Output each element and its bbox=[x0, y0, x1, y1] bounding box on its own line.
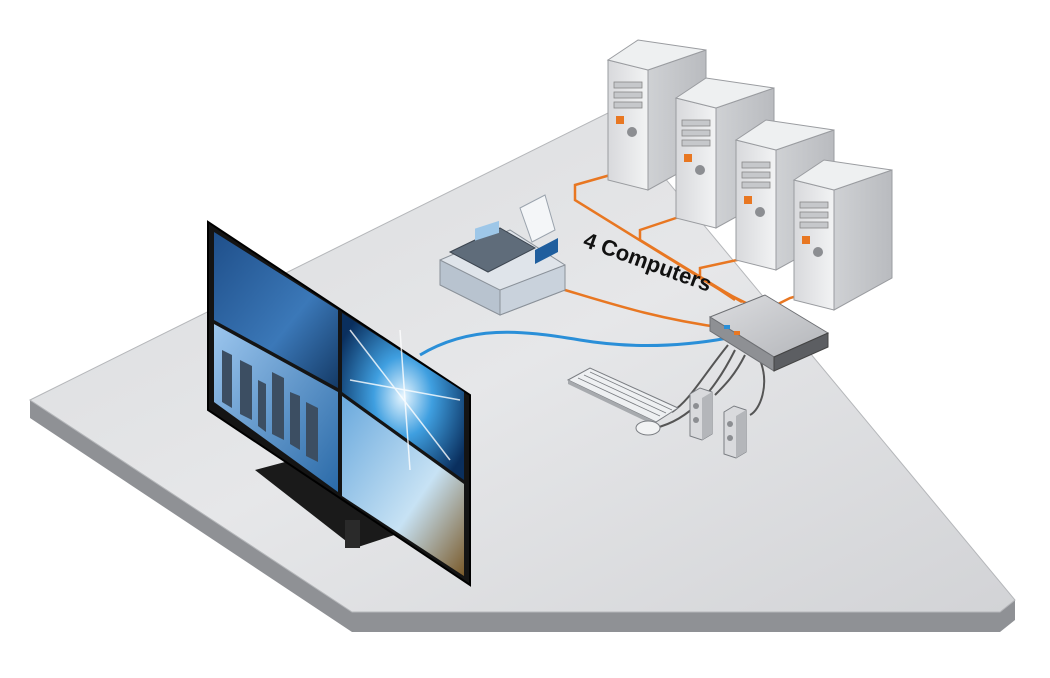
platform-top bbox=[28, 111, 1016, 613]
cable-speaker-1 bbox=[714, 354, 746, 396]
city-skyline bbox=[222, 350, 318, 462]
screen-pane-4 bbox=[342, 396, 464, 576]
cable-fax bbox=[547, 283, 726, 330]
computer-towers bbox=[606, 39, 893, 311]
fax-printer bbox=[439, 194, 566, 316]
screen-pane-1 bbox=[214, 232, 338, 388]
mouse bbox=[635, 420, 661, 436]
light-streaks bbox=[349, 329, 461, 471]
cable-computer-3 bbox=[698, 253, 761, 307]
platform bbox=[28, 111, 1016, 632]
display-wall bbox=[207, 220, 471, 587]
speaker-1 bbox=[689, 387, 713, 441]
speaker-2 bbox=[723, 405, 747, 459]
cable-monitor bbox=[419, 330, 729, 357]
speakers bbox=[689, 387, 747, 459]
cable-speaker-2 bbox=[749, 359, 766, 416]
keyboard bbox=[566, 367, 680, 426]
kvm-switch bbox=[708, 294, 830, 372]
computer-tower-4 bbox=[792, 159, 893, 311]
platform-edge bbox=[30, 400, 1015, 632]
